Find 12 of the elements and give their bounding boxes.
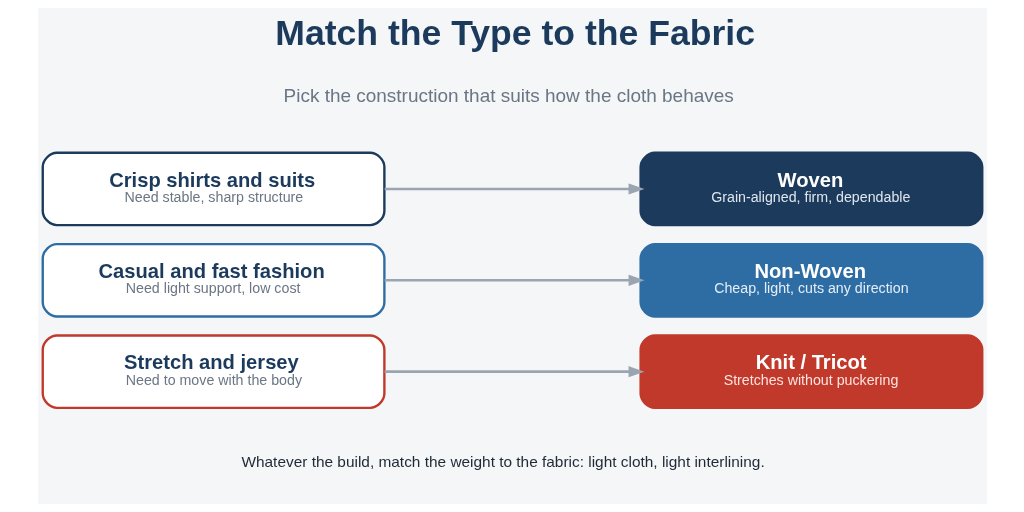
label: Whatever the build, match the weight to the fabric: light cloth, light interlining. <box>240 453 765 471</box>
arrow <box>384 183 644 195</box>
arrow <box>384 366 644 378</box>
node-box: Non-Woven Cheap, light, cuts any direction <box>638 242 983 318</box>
node-box: Crisp shirts and suits Need stable, sharp structure <box>41 151 386 227</box>
arrow <box>384 274 644 286</box>
diagram-title: Match the Type to the Fabric <box>274 12 755 53</box>
node-box: Casual and fast fashion Need light support, low cost <box>41 242 386 318</box>
node-box: Woven Grain-aligned, firm, dependable <box>638 151 983 227</box>
label: Pick the construction that suits how the cloth behaves <box>283 85 734 107</box>
node-box: Stretch and jersey Need to move with the body <box>41 334 386 410</box>
node-box: Knit / Tricot Stretches without puckering <box>638 334 983 410</box>
